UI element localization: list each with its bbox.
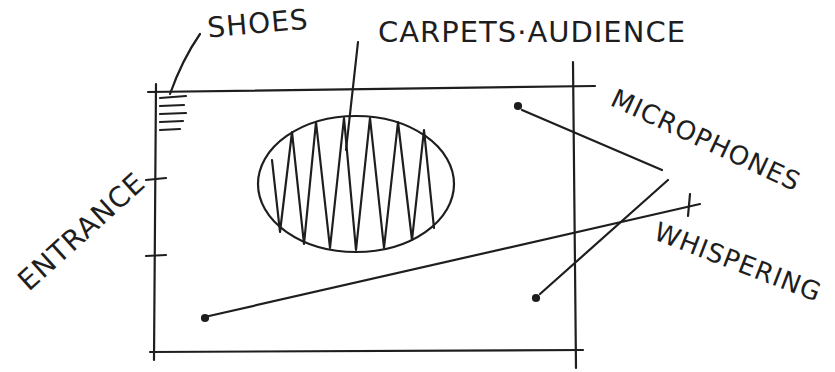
shoes-label: SHOES	[206, 6, 309, 43]
divider-stroke	[688, 194, 690, 216]
room-wall-bottom	[150, 350, 583, 352]
carpets-audience-label: CARPETS·AUDIENCE	[378, 18, 686, 47]
audience-oval	[258, 116, 454, 252]
leader-line	[346, 42, 358, 150]
microphones-label: MICROPHONES	[607, 85, 805, 196]
microphone-dot	[515, 103, 521, 109]
entrance-tick	[146, 178, 166, 180]
entrance-label: ENTRANCE	[13, 168, 150, 295]
leader-line	[170, 34, 200, 94]
room-wall-left	[154, 84, 156, 360]
entrance-tick	[146, 255, 166, 256]
whispering-label: WHISPERING	[651, 218, 825, 306]
room-wall-top	[148, 86, 595, 92]
shoes-marks	[160, 96, 186, 130]
leader-line	[540, 180, 668, 294]
room-wall-right	[573, 62, 576, 368]
microphone-dot	[533, 295, 539, 301]
leader-line	[209, 204, 700, 316]
carpet-hatching	[272, 118, 434, 250]
microphone-dot	[202, 315, 208, 321]
